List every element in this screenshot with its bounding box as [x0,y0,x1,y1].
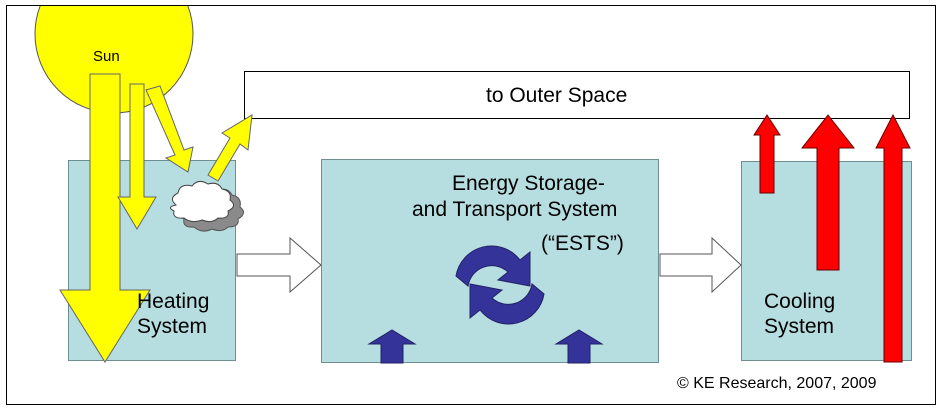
heating-to-ests-arrow [236,236,322,294]
cooling-label-line2: System [764,315,835,338]
ests-label-line2: and Transport System [412,198,618,221]
cooling-radiation-arrow-tall [875,113,911,363]
heating-label-line1: Heating [137,290,210,313]
ests-label-line1: Energy Storage- [452,172,605,195]
sun-ray-diagonal-arrow [145,85,194,173]
outer-space-label: to Outer Space [486,84,628,107]
cloud-icon [170,180,244,232]
ests-input-arrow-left [367,329,417,364]
reflected-ray-arrow [207,114,253,182]
cooling-radiation-arrow-large [800,114,856,271]
cooling-radiation-arrow-small [753,114,781,194]
heating-label-line2: System [137,315,208,338]
sun-ray-long-arrow [59,73,151,363]
cycle-icon [455,245,545,325]
ests-to-cooling-arrow [659,236,742,294]
sun-ray-medium-arrow [117,83,157,230]
sun-label: Sun [93,48,120,65]
ests-input-arrow-right [554,329,604,364]
ests-label-line3: (“ESTS”) [541,232,624,255]
outer-space-box [244,71,910,119]
copyright-text: © KE Research, 2007, 2009 [677,375,877,392]
cooling-label-line1: Cooling [764,290,836,313]
